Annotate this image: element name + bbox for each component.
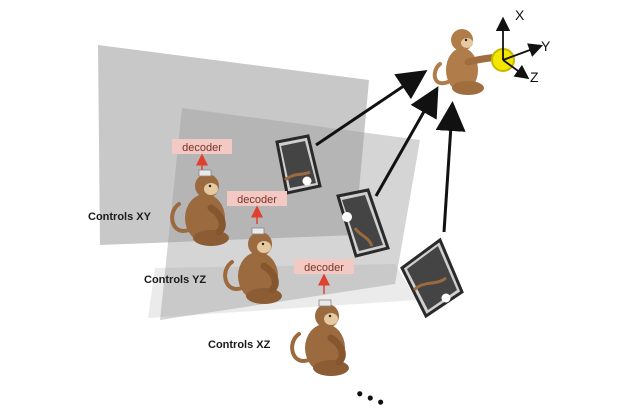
screen-icon xyxy=(400,237,464,319)
label-controls-yz: Controls YZ xyxy=(144,274,206,286)
axis-z-label: Z xyxy=(530,69,539,85)
decoder-box-2: decoder xyxy=(227,191,287,224)
axis-icon: X Y Z xyxy=(495,7,551,85)
decoder-label-2: decoder xyxy=(237,194,277,206)
monkey-icon xyxy=(292,300,349,376)
output-arrow-3 xyxy=(435,101,466,233)
decoder-label-3: decoder xyxy=(304,262,344,274)
screen-icon xyxy=(336,188,390,258)
decoder-box-3: decoder xyxy=(294,259,354,294)
screen-icon xyxy=(275,134,322,195)
decoder-label-1: decoder xyxy=(182,142,222,154)
output-arrow-2 xyxy=(374,86,439,197)
plane-xz xyxy=(148,264,417,318)
output-arrow-1 xyxy=(315,69,428,147)
plane-yz xyxy=(160,108,420,320)
decoder-box-1: decoder xyxy=(172,139,232,172)
plane-xy xyxy=(98,45,369,245)
label-controls-xz: Controls XZ xyxy=(208,339,271,351)
label-controls-xy: Controls XY xyxy=(88,211,152,223)
axis-y-label: Y xyxy=(541,38,551,54)
axis-x-label: X xyxy=(515,7,525,23)
ellipsis: • • • xyxy=(353,383,387,412)
